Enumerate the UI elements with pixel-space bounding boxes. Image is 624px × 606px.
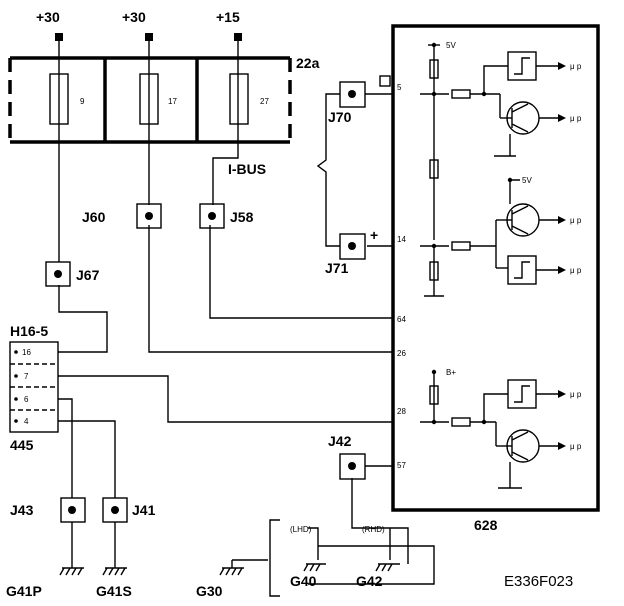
supply-label-30-b: +30 [122,9,146,25]
supply-terminal-30-b [145,33,153,41]
fuse-box-id: 22a [296,55,320,71]
wiring [58,41,435,597]
connector-j42: J42 [328,433,352,449]
connector-j43-box [60,497,86,523]
supply-terminal-15 [234,33,242,41]
fuse-number-27: 27 [260,97,269,106]
plug-pin-16: 16 [22,348,31,357]
module-pin-28: 28 [397,407,406,416]
module-pin-5: 5 [397,83,402,92]
connector-j41-box [102,497,128,523]
fuse-box [8,56,292,144]
connector-j60: J60 [82,209,106,225]
ground-symbols [59,560,400,576]
connector-j43: J43 [10,502,34,518]
plug-bottom-id: 445 [10,437,34,453]
plug-block [9,341,59,433]
up-label-1: μ p [570,62,582,71]
connector-j67: J67 [76,267,100,283]
module-id: 628 [474,517,498,533]
supply-terminal-30-a [55,33,63,41]
plug-pin-4: 4 [24,417,29,426]
ground-g30: G30 [196,583,223,599]
diagram-reference: E336F023 [504,573,573,590]
ground-g42: G42 [356,573,383,589]
connector-j71-box [339,233,366,260]
connector-j58: J58 [230,209,254,225]
module-supply-5v-b: 5V [522,176,532,185]
connector-j41: J41 [132,502,156,518]
up-label-2: μ p [570,114,582,123]
up-label-6: μ p [570,442,582,451]
plug-pin-7: 7 [24,372,29,381]
up-label-5: μ p [570,390,582,399]
plus-mark: + [370,227,378,243]
module-pin-57: 57 [397,461,406,470]
connector-j42-box [339,453,366,480]
connector-j70: J70 [328,109,352,125]
connector-j60-box [136,203,162,229]
connector-j70-box [339,75,391,108]
ground-g40: G40 [290,573,317,589]
fuse-number-9: 9 [80,97,85,106]
plug-id: H16-5 [10,323,48,339]
variant-lhd: (LHD) [290,525,312,534]
module-supply-5v-a: 5V [446,41,456,50]
supply-label-30-a: +30 [36,9,60,25]
up-label-4: μ p [570,266,582,275]
plug-pin-6: 6 [24,395,29,404]
fuse-number-17: 17 [168,97,177,106]
module-box [391,24,600,512]
connector-j58-box [199,203,225,229]
supply-label-15: +15 [216,9,240,25]
module-pin-64: 64 [397,315,406,324]
variant-rhd: (RHD) [362,525,385,534]
ground-g41p: G41P [6,583,42,599]
ground-g41s: G41S [96,583,132,599]
module-pin-14: 14 [397,235,406,244]
connector-j71: J71 [325,260,349,276]
module-internal-circuit [420,42,566,489]
module-supply-bplus: B+ [446,368,456,377]
connector-j67-box [45,261,71,287]
ibus-label: I-BUS [228,161,266,177]
up-label-3: μ p [570,216,582,225]
module-pin-26: 26 [397,349,406,358]
